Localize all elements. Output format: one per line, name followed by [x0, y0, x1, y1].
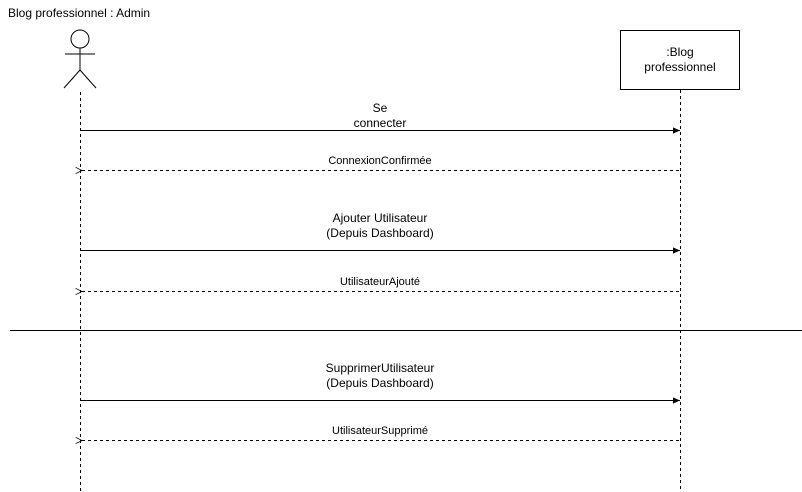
message-label-add-user: Ajouter Utilisateur (Depuis Dashboard): [326, 211, 433, 241]
diagram-title: Blog professionnel : Admin: [8, 6, 151, 20]
participant-label-line1: :Blog: [666, 45, 694, 59]
message-label-line: SupprimerUtilisateur: [325, 361, 435, 375]
message-label-connect: Se connecter: [354, 101, 407, 131]
message-label-line: (Depuis Dashboard): [326, 226, 434, 240]
message-label-line: connecter: [353, 116, 407, 130]
stick-figure-icon: [63, 29, 97, 89]
message-label-line: Se: [372, 101, 388, 115]
message-label-line: (Depuis Dashboard): [326, 376, 434, 390]
message-label-line: Ajouter Utilisateur: [332, 211, 428, 225]
participant-label-line2: professionnel: [644, 60, 716, 74]
message-label-delete-user: SupprimerUtilisateur (Depuis Dashboard): [326, 361, 435, 391]
reply-label-add-user: UtilisateurAjouté: [339, 276, 421, 288]
participant-box: :Blog professionnel: [620, 30, 740, 90]
reply-label-delete-user: UtilisateurSupprimé: [332, 425, 428, 437]
reply-label-connect: ConnexionConfirmée: [328, 155, 432, 167]
